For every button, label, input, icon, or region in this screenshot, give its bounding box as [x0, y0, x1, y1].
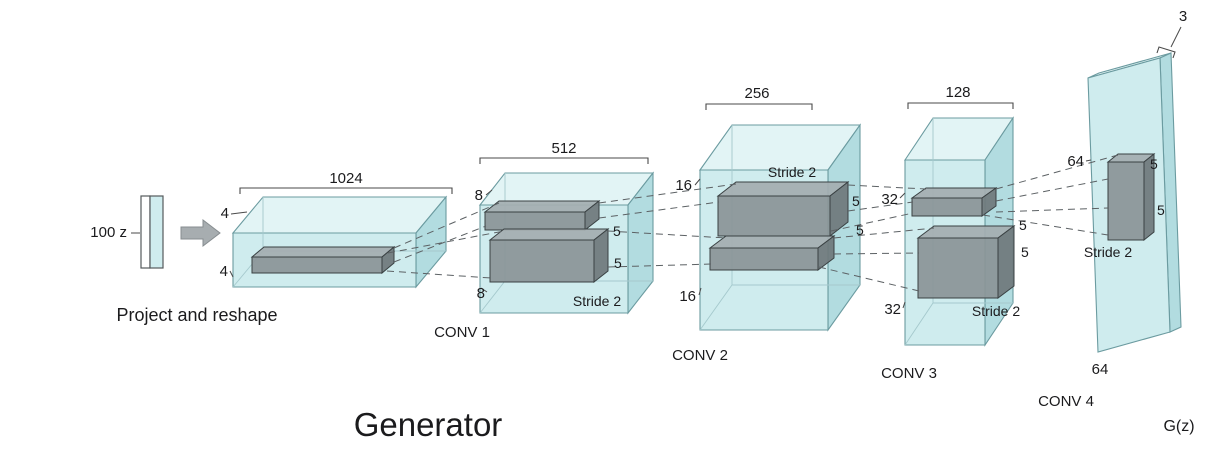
- project-arrow: [180, 218, 221, 248]
- conv4-kernel-w-label: 5: [1150, 156, 1158, 172]
- conv1-kernel-w-label: 5: [613, 223, 621, 239]
- input-vector-white-strip: [140, 195, 151, 269]
- patch-front-face: [911, 197, 983, 217]
- conv2-name-label: CONV 2: [672, 347, 728, 364]
- conv2-height-label: 16: [679, 288, 696, 305]
- conv4-name-label: CONV 4: [1038, 393, 1094, 410]
- patch-top-face: [483, 200, 601, 213]
- conv3-block: [903, 116, 1016, 347]
- projection-lines: [386, 154, 1119, 292]
- filter-side-face: [997, 225, 1015, 299]
- diagram-title: Generator: [354, 406, 503, 443]
- conv4-stride-label: Stride 2: [1084, 244, 1132, 260]
- conv2-kernel-w-label: 5: [852, 193, 860, 209]
- top-face: [231, 196, 448, 234]
- projection-lines-reshape-conv1: [386, 202, 505, 279]
- output-block: [1087, 52, 1182, 353]
- conv1-depth-label: 512: [551, 140, 576, 157]
- conv2-kernel-h-label: 5: [856, 222, 864, 238]
- output-height-label: 64: [1067, 153, 1084, 170]
- conv1-kernel-h-label: 5: [614, 255, 622, 271]
- patch-top-face: [250, 246, 396, 258]
- top-face: [478, 172, 655, 206]
- patch-front-face: [484, 211, 586, 231]
- input-vector-label: 100 z: [90, 224, 127, 241]
- labels: 100 z Project and reshape 1024 4 4 512 8…: [90, 8, 1194, 443]
- reshape-height-label: 4: [220, 263, 228, 280]
- conv3-name-label: CONV 3: [881, 365, 937, 382]
- conv3-width-label: 32: [881, 191, 898, 208]
- conv2-stride-label: Stride 2: [768, 164, 816, 180]
- conv4-kernel-h-label: 5: [1157, 202, 1165, 218]
- filter-front-face: [489, 239, 595, 283]
- conv2-block: [698, 123, 862, 332]
- input-vector-cyan-strip: [149, 195, 164, 269]
- filter-front-face: [1107, 161, 1145, 241]
- patch-front-face: [709, 247, 819, 271]
- conv1-height-label: 8: [477, 285, 485, 302]
- patch-front-face: [251, 256, 383, 274]
- conv3-kernel-w-label: 5: [1019, 217, 1027, 233]
- input-vector: [140, 195, 164, 269]
- conv3-height-label: 32: [884, 301, 901, 318]
- projection-lines-conv2-conv3: [818, 184, 935, 292]
- dimension-brackets: [239, 46, 1176, 194]
- conv3-stride-label: Stride 2: [972, 303, 1020, 319]
- filter-top-face: [716, 181, 850, 197]
- projection-lines-conv1-conv2: [598, 183, 737, 268]
- conv3-depth-label: 128: [945, 84, 970, 101]
- output-width-label: 64: [1092, 361, 1109, 378]
- conv2-depth-label: 256: [744, 85, 769, 102]
- conv1-block: [478, 171, 655, 315]
- conv1-width-label: 8: [475, 187, 483, 204]
- reshape-block: [231, 195, 448, 289]
- project-reshape-caption: Project and reshape: [116, 305, 277, 325]
- conv2-width-label: 16: [675, 177, 692, 194]
- dimension-ticks: [131, 26, 1182, 309]
- conv1-stride-label: Stride 2: [573, 293, 621, 309]
- reshape-width-label: 4: [221, 205, 229, 222]
- reshape-depth-label: 1024: [329, 170, 362, 187]
- right-arrow-icon: [180, 218, 221, 248]
- output-function-label: G(z): [1163, 418, 1194, 435]
- output-channels-label: 3: [1179, 8, 1187, 25]
- filter-top-face: [488, 228, 610, 241]
- filter-front-face: [917, 237, 999, 299]
- conv1-name-label: CONV 1: [434, 324, 490, 341]
- filter-front-face: [717, 195, 831, 237]
- projection-lines-conv3-output: [982, 154, 1119, 236]
- patch-top-face: [708, 235, 836, 249]
- conv3-kernel-h-label: 5: [1021, 244, 1029, 260]
